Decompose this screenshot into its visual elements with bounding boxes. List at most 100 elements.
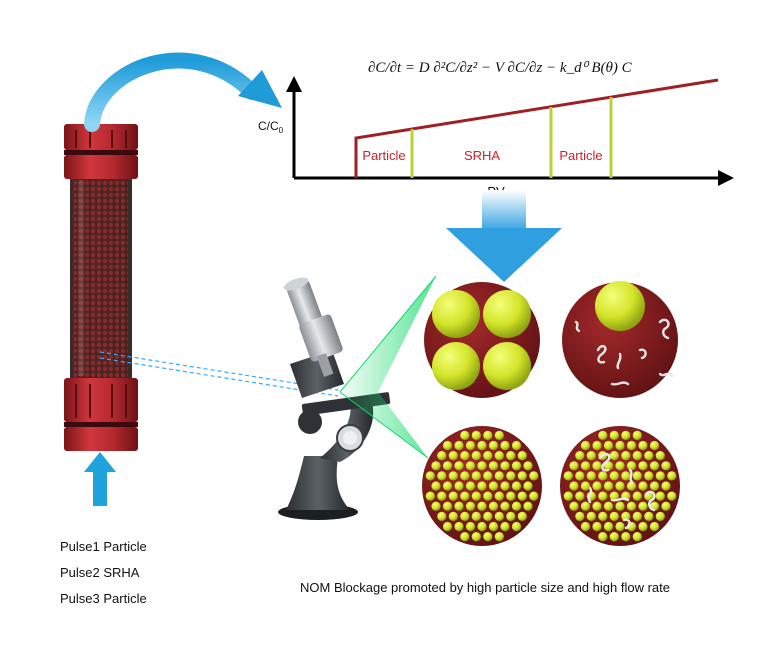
- small-sphere: [626, 461, 637, 471]
- small-sphere: [575, 511, 585, 521]
- small-sphere: [425, 491, 435, 501]
- small-sphere: [511, 501, 522, 511]
- small-sphere: [580, 521, 591, 532]
- small-sphere: [569, 461, 579, 471]
- small-sphere: [632, 491, 642, 501]
- small-sphere: [494, 430, 504, 440]
- small-sphere: [500, 481, 510, 491]
- small-sphere: [609, 532, 619, 542]
- small-sphere: [621, 430, 631, 440]
- small-sphere: [488, 461, 499, 471]
- small-sphere: [575, 491, 585, 501]
- small-sphere: [626, 501, 637, 511]
- small-sphere: [460, 511, 470, 521]
- small-sphere: [517, 511, 527, 521]
- column-top-cap: [64, 124, 138, 179]
- small-sphere: [500, 461, 510, 471]
- small-sphere: [465, 440, 476, 451]
- small-sphere: [632, 471, 642, 481]
- zoom-dashed-lines: [99, 351, 339, 397]
- pulse-list: Pulse1 Particle Pulse2 SRHA Pulse3 Parti…: [60, 534, 147, 612]
- small-sphere: [615, 461, 625, 471]
- small-sphere: [465, 481, 476, 491]
- small-sphere: [431, 461, 441, 471]
- disc-small-particles: [422, 426, 542, 546]
- small-sphere: [477, 481, 487, 491]
- srha-strand: [587, 486, 593, 504]
- small-sphere: [506, 491, 516, 501]
- small-sphere: [592, 481, 602, 491]
- small-sphere: [644, 471, 654, 481]
- small-sphere: [483, 511, 493, 521]
- small-sphere: [644, 451, 654, 461]
- segment-label-1: Particle: [362, 148, 405, 163]
- breakthrough-plot: Particle SRHA Particle C/C0 PV: [258, 76, 734, 199]
- small-sphere: [655, 471, 665, 481]
- small-sphere: [609, 451, 619, 461]
- small-sphere: [442, 521, 453, 532]
- small-sphere: [603, 461, 614, 471]
- small-sphere: [661, 481, 671, 491]
- small-sphere: [632, 511, 642, 521]
- small-sphere: [431, 501, 441, 511]
- figure-caption: NOM Blockage promoted by high particle s…: [300, 580, 670, 595]
- small-sphere: [500, 440, 510, 451]
- small-sphere: [586, 451, 596, 461]
- column: [64, 124, 138, 451]
- small-sphere: [586, 511, 596, 521]
- small-sphere: [655, 491, 665, 501]
- small-sphere: [448, 471, 458, 481]
- small-sphere: [621, 532, 631, 542]
- small-sphere: [598, 532, 608, 542]
- small-sphere: [517, 451, 527, 461]
- small-sphere: [580, 481, 591, 491]
- small-sphere: [523, 481, 533, 491]
- small-sphere: [471, 451, 481, 461]
- small-sphere: [442, 440, 453, 451]
- small-sphere: [621, 471, 631, 481]
- advection-dispersion-equation: ∂C/∂t = D ∂²C/∂z² − V ∂C/∂z − k_d⁰ B(θ) …: [368, 60, 632, 76]
- small-sphere: [667, 471, 677, 481]
- small-sphere: [609, 511, 619, 521]
- small-sphere: [511, 521, 522, 532]
- small-sphere: [460, 430, 470, 440]
- small-sphere: [638, 461, 648, 471]
- small-sphere: [632, 430, 642, 440]
- small-sphere: [563, 491, 573, 501]
- small-sphere: [598, 491, 608, 501]
- srha-strand: [598, 452, 611, 472]
- pulse-2-label: Pulse2 SRHA: [60, 565, 140, 580]
- small-sphere: [649, 440, 660, 451]
- small-sphere: [477, 440, 487, 451]
- down-arrow-icon: [446, 190, 562, 282]
- srha-strand: [628, 468, 634, 484]
- small-sphere: [621, 451, 631, 461]
- small-sphere: [575, 471, 585, 481]
- small-sphere: [638, 481, 648, 491]
- small-sphere: [448, 511, 458, 521]
- small-sphere: [494, 451, 504, 461]
- small-sphere: [460, 471, 470, 481]
- small-sphere: [580, 501, 591, 511]
- small-sphere: [575, 451, 585, 461]
- disc-large-particle-srha: [562, 281, 678, 398]
- small-sphere: [494, 511, 504, 521]
- small-sphere: [621, 511, 631, 521]
- small-sphere: [454, 461, 464, 471]
- small-sphere: [649, 521, 660, 532]
- small-sphere: [506, 511, 516, 521]
- small-sphere: [500, 501, 510, 511]
- small-sphere: [609, 491, 619, 501]
- y-axis-label: C/C0: [258, 119, 284, 135]
- small-sphere: [644, 511, 654, 521]
- small-sphere: [649, 481, 660, 491]
- srha-strand: [610, 497, 630, 502]
- small-sphere: [454, 521, 464, 532]
- small-sphere: [615, 440, 625, 451]
- small-sphere: [465, 501, 476, 511]
- small-sphere: [592, 521, 602, 532]
- small-sphere: [626, 481, 637, 491]
- small-sphere: [442, 501, 453, 511]
- small-sphere: [655, 451, 665, 461]
